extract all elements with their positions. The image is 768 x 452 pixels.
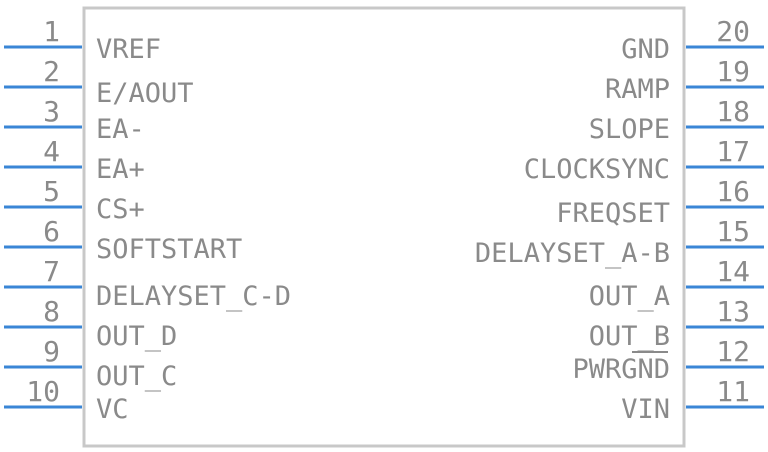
pin-18-label: SLOPE bbox=[589, 114, 670, 145]
pin-2-label: E/AOUT bbox=[96, 78, 194, 109]
pin-6-label: SOFTSTART bbox=[96, 234, 242, 265]
pin-11-number: 11 bbox=[716, 375, 750, 408]
pin-1-label: VREF bbox=[96, 34, 161, 65]
pin-16-label: FREQSET bbox=[556, 198, 670, 229]
pin-14-label: OUT_A bbox=[589, 281, 670, 312]
pin-19-number: 19 bbox=[716, 55, 750, 88]
pin-10-number: 10 bbox=[26, 375, 60, 408]
pin-19-label: RAMP bbox=[605, 74, 670, 105]
pin-9-number: 9 bbox=[43, 335, 60, 368]
pin-4-number: 4 bbox=[43, 135, 60, 168]
ic-body bbox=[82, 6, 686, 448]
pin-2-number: 2 bbox=[43, 55, 60, 88]
pin-9-label: OUT_C bbox=[96, 361, 177, 392]
pin-5-number: 5 bbox=[43, 175, 60, 208]
pin-13-number: 13 bbox=[716, 295, 750, 328]
pin-8-label: OUT_D bbox=[96, 321, 177, 352]
pin-17-label: CLOCKSYNC bbox=[524, 154, 670, 185]
pin-3-number: 3 bbox=[43, 95, 60, 128]
pin-3-label: EA- bbox=[96, 114, 145, 145]
pin-17-number: 17 bbox=[716, 135, 750, 168]
pin-14-number: 14 bbox=[716, 255, 750, 288]
pin-15-label: DELAYSET_A-B bbox=[475, 238, 670, 269]
pin-1-number: 1 bbox=[43, 15, 60, 48]
pin-7-number: 7 bbox=[43, 255, 60, 288]
pin-7-label: DELAYSET_C-D bbox=[96, 281, 291, 312]
pin-20-label: GND bbox=[621, 34, 670, 65]
pin-16-number: 16 bbox=[716, 175, 750, 208]
pin-12-label: PWRGND bbox=[572, 354, 670, 385]
pin-4-label: EA+ bbox=[96, 154, 145, 185]
pin-5-label: CS+ bbox=[96, 194, 145, 225]
pin-18-number: 18 bbox=[716, 95, 750, 128]
pin-6-number: 6 bbox=[43, 215, 60, 248]
pin-10-label: VC bbox=[96, 394, 129, 425]
pin-15-number: 15 bbox=[716, 215, 750, 248]
pin-11-label: VIN bbox=[621, 394, 670, 425]
pin-12-number: 12 bbox=[716, 335, 750, 368]
pin-13-label: OUT_B bbox=[589, 321, 670, 352]
pin-8-number: 8 bbox=[43, 295, 60, 328]
pin-20-number: 20 bbox=[716, 15, 750, 48]
